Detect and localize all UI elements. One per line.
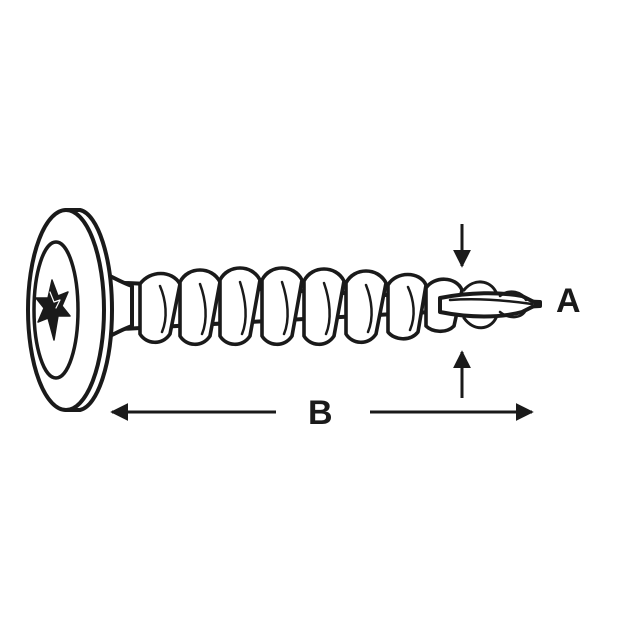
screw-thread (138, 266, 464, 347)
dimension-b-label: B (308, 394, 333, 432)
screw (26, 208, 542, 412)
screw-thread-roots (158, 280, 415, 336)
torx-drive-highlight (49, 291, 61, 309)
torx-drive-icon (35, 279, 71, 341)
screw-drill-tip (438, 280, 540, 330)
dimension-a-label: A (556, 282, 581, 320)
